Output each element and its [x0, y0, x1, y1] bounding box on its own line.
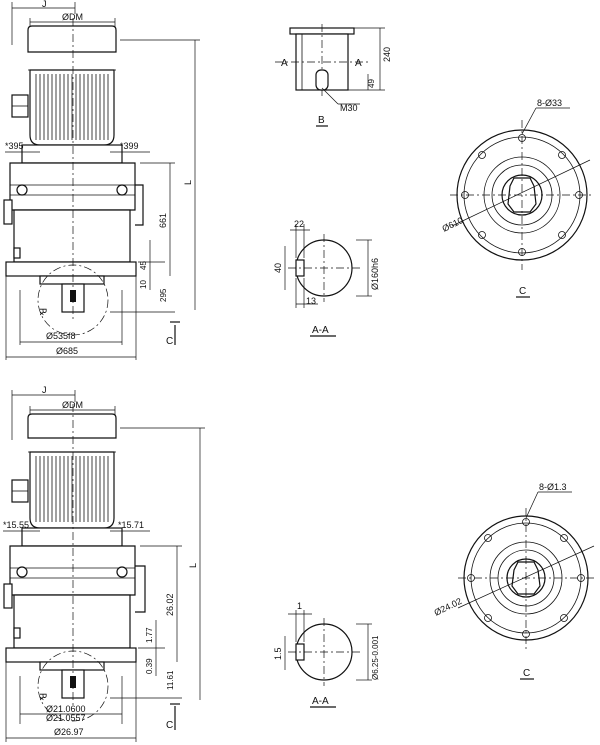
dim-d2697: Ø26.97 — [54, 727, 84, 737]
dim-d210557: Ø21.0557 — [46, 713, 86, 723]
output-flange-imp — [5, 647, 137, 663]
holes-8-d33: 8-Ø33 — [537, 98, 562, 108]
view-b-label: B — [318, 115, 325, 126]
lifting-eye-left — [16, 184, 28, 196]
keyway — [315, 69, 329, 91]
dim-right-offset-imp: *15.71 — [118, 520, 144, 530]
spigot — [39, 275, 105, 285]
section-aa-imperial: 1 1.5 Ø6.25-0.001 A-A — [273, 601, 380, 708]
dim-left-offset: *395 — [5, 141, 24, 151]
fan-cover-imp — [27, 413, 117, 439]
dim-13: 13 — [306, 296, 316, 306]
dim-d210600: Ø21.0600 — [46, 704, 86, 714]
dim-length-imp: L — [188, 563, 198, 568]
dim-j: J — [42, 0, 47, 9]
dim-1: 1 — [297, 601, 302, 611]
bolt-holes — [461, 134, 583, 256]
flange-view-c-imperial: 8-Ø1.3 Ø24.02 C — [432, 482, 596, 680]
dim-2602: 26.02 — [165, 593, 175, 616]
elevation-view-imperial: J ØDM — [3, 385, 205, 742]
dim-d685: Ø685 — [56, 346, 78, 356]
dim-177: 1.77 — [145, 627, 154, 643]
dim-15: 1.5 — [273, 647, 283, 660]
dim-j-imp: J — [42, 385, 47, 395]
dim-d610: Ø610 — [440, 215, 464, 234]
dim-right-offset: *399 — [120, 141, 139, 151]
rotation-mark-imp: ℞ — [38, 693, 48, 701]
cooling-fins-imp — [35, 456, 109, 522]
dim-22: 22 — [294, 219, 304, 229]
view-c-arrow: C — [166, 336, 173, 347]
view-c-arrow-imp: C — [166, 720, 173, 731]
bolt-holes-imp — [467, 518, 585, 638]
section-mark-right: A — [355, 58, 362, 69]
gearbox-housing-lower — [13, 209, 131, 263]
thread-m30: M30 — [340, 103, 358, 113]
oil-plug — [3, 199, 13, 225]
dim-295: 295 — [159, 288, 168, 302]
dim-039: 0.39 — [145, 658, 154, 674]
dim-length: L — [183, 180, 193, 185]
dim-d2402: Ø24.02 — [432, 596, 463, 618]
breather-pipe — [135, 184, 144, 226]
elevation-view-metric: J ØDM — [3, 0, 200, 360]
section-aa-label-imp: A-A — [312, 696, 329, 707]
dim-10: 10 — [139, 280, 148, 289]
dim-49: 49 — [367, 79, 376, 88]
flange-view-c-metric: 8-Ø33 Ø610 C — [440, 98, 594, 298]
rotation-mark: ℞ — [38, 308, 48, 316]
fan-cover — [27, 25, 117, 53]
dim-40: 40 — [273, 263, 283, 273]
gearbox-housing-upper — [9, 162, 136, 211]
dim-dm-imp: ØDM — [62, 400, 83, 410]
dim-45: 45 — [139, 261, 148, 270]
section-aa-label: A-A — [312, 325, 329, 336]
section-aa-metric: 22 40 Ø160h6 13 A-A — [273, 219, 380, 337]
output-flange — [5, 261, 137, 277]
dim-d625: Ø6.25-0.001 — [371, 635, 380, 680]
shaft-detail-b: A A 240 49 M30 B — [275, 24, 392, 127]
dim-left-offset-imp: *15.55 — [3, 520, 29, 530]
lifting-eye-right — [116, 184, 128, 196]
view-c-label-imp: C — [523, 668, 530, 679]
cooling-fins — [35, 74, 109, 140]
gearbox-housing-lower-imp — [13, 594, 131, 649]
dim-661: 661 — [158, 213, 168, 228]
section-mark-left: A — [281, 58, 288, 69]
dim-dm: ØDM — [62, 12, 83, 22]
motor-flange — [21, 144, 123, 164]
holes-8-d13: 8-Ø1.3 — [539, 482, 567, 492]
dim-1161: 11.61 — [166, 670, 175, 690]
dim-d160: Ø160h6 — [370, 258, 380, 290]
view-c-label: C — [519, 286, 526, 297]
dim-240: 240 — [382, 47, 392, 62]
gearbox-housing-upper-imp — [9, 545, 136, 596]
dim-d535: Ø535f8 — [46, 331, 76, 341]
